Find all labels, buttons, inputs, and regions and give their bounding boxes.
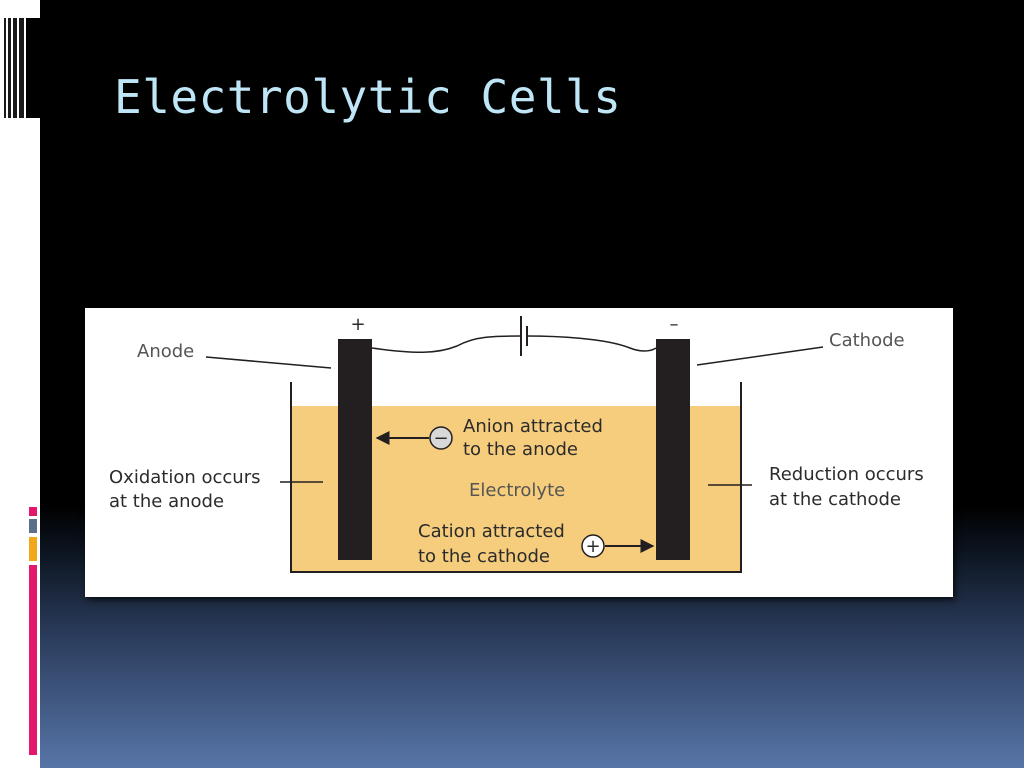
accent-bar-orange bbox=[29, 537, 37, 561]
accent-bar-slate bbox=[29, 519, 37, 533]
anode-electrode bbox=[338, 339, 372, 560]
cathode-label: Cathode bbox=[829, 330, 905, 351]
slide-title: Electrolytic Cells bbox=[114, 70, 622, 124]
oxidation-label-line1: Oxidation occurs bbox=[109, 467, 260, 488]
left-rail bbox=[0, 0, 40, 768]
cation-label-line2: to the cathode bbox=[418, 546, 550, 567]
cation-label-line1: Cation attracted bbox=[418, 521, 565, 542]
plus-terminal-label: + bbox=[350, 314, 365, 335]
accent-bar-pink-top bbox=[29, 507, 37, 516]
reduction-label-line1: Reduction occurs bbox=[769, 464, 924, 485]
anion-symbol: − bbox=[433, 428, 448, 449]
oxidation-label-line2: at the anode bbox=[109, 491, 224, 512]
cathode-electrode bbox=[656, 339, 690, 560]
accent-bar-pink-long bbox=[29, 565, 37, 755]
electrolytic-cell-diagram: + – Anode Cathode − Anion attracted to t… bbox=[85, 308, 953, 597]
external-wire bbox=[371, 335, 657, 353]
reduction-label-line2: at the cathode bbox=[769, 489, 901, 510]
cation-ion-icon bbox=[581, 534, 605, 558]
anion-label-line2: to the anode bbox=[463, 439, 578, 460]
cathode-leader-line bbox=[696, 346, 824, 366]
cation-symbol: + bbox=[585, 536, 600, 557]
electrolyte-label: Electrolyte bbox=[469, 480, 565, 501]
anode-label: Anode bbox=[137, 341, 194, 362]
anion-ion-icon bbox=[429, 426, 453, 450]
diagram-canvas: + – Anode Cathode − Anion attracted to t… bbox=[109, 314, 924, 573]
anode-leader-line bbox=[205, 356, 332, 369]
cell-container bbox=[290, 382, 742, 573]
minus-terminal-label: – bbox=[670, 314, 679, 335]
anion-label-line1: Anion attracted bbox=[463, 416, 603, 437]
window-blinds-icon bbox=[0, 18, 40, 118]
